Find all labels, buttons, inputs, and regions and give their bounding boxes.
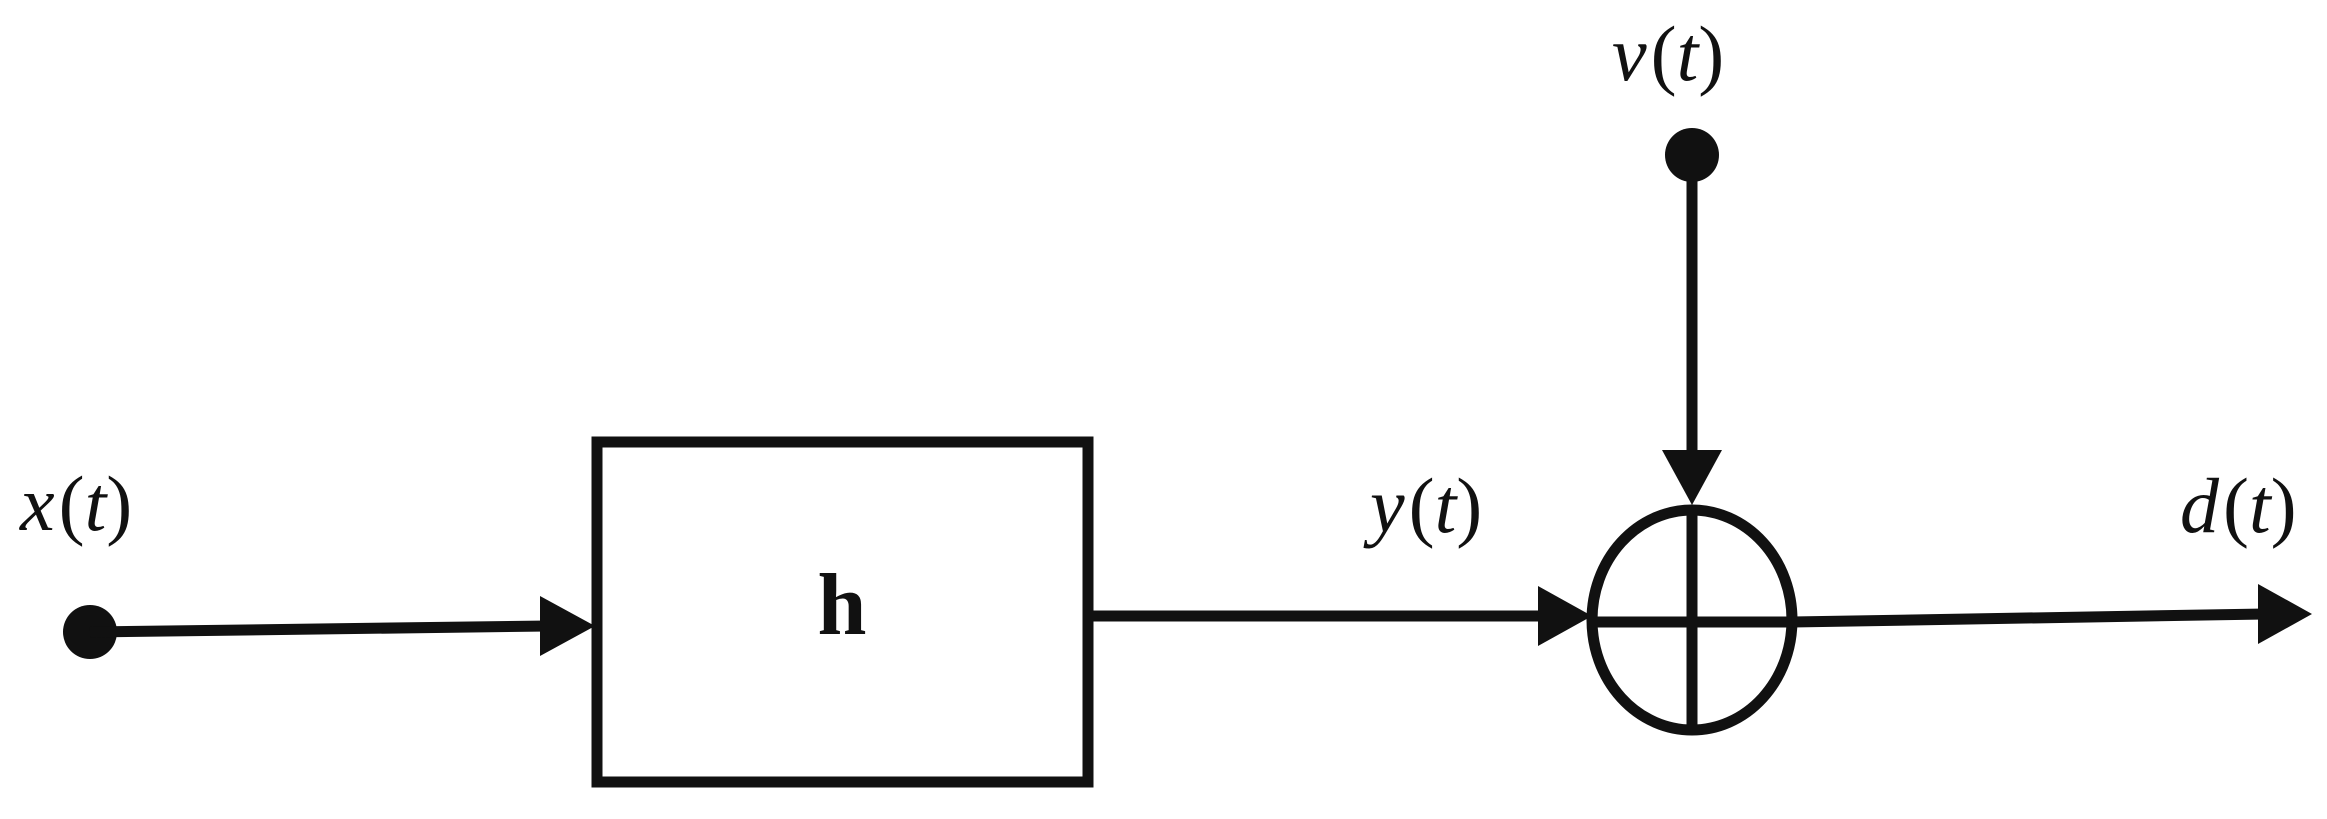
input-arrowhead (540, 596, 595, 656)
intermediate-signal: y(t) (1088, 462, 1592, 646)
output-signal: d(t) (1791, 462, 2312, 644)
input-signal: x(t) (19, 460, 595, 659)
noise-arrowhead (1662, 450, 1722, 505)
system-block-h: h (591, 436, 1094, 788)
output-arrowhead (2258, 584, 2312, 644)
output-arrow-line (1791, 608, 2266, 628)
input-arrow-line (89, 620, 549, 638)
input-label: x(t) (19, 460, 132, 547)
summing-junction (1586, 504, 1798, 736)
noise-label: v(t) (1612, 10, 1724, 97)
intermediate-label: y(t) (1363, 462, 1482, 549)
system-block-label: h (818, 557, 867, 654)
noise-signal: v(t) (1612, 10, 1724, 505)
intermediate-arrowhead (1538, 586, 1592, 646)
output-label: d(t) (2180, 462, 2297, 549)
